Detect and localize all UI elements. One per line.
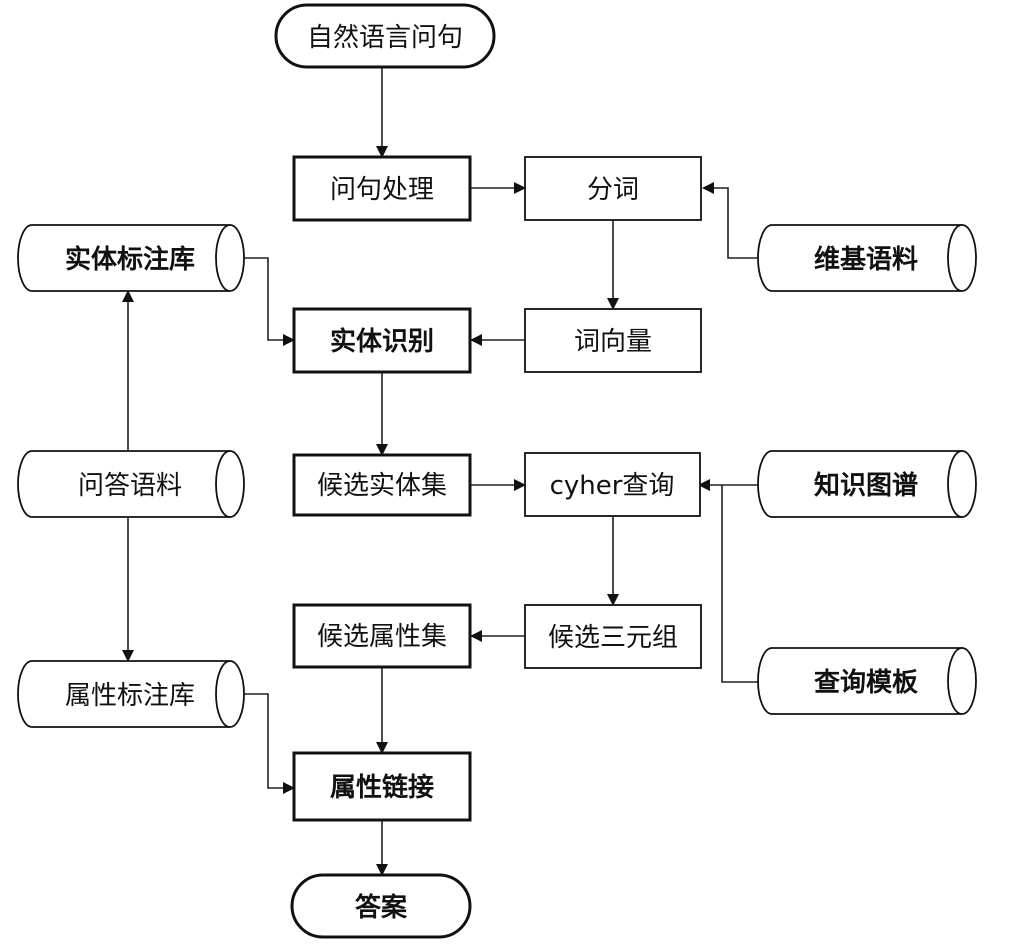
store-attribute-lib-label: 属性标注库 <box>65 681 195 711</box>
process-cypher-query-label: cyher查询 <box>550 471 675 501</box>
store-query-template: 查询模板 <box>757 647 977 715</box>
process-cypher-query: cyher查询 <box>524 452 701 517</box>
store-wiki-corpus-label: 维基语料 <box>814 244 918 275</box>
process-word-vector: 词向量 <box>524 308 702 373</box>
process-candidate-triples: 候选三元组 <box>524 604 702 669</box>
store-attribute-lib: 属性标注库 <box>17 660 245 728</box>
process-segmentation-label: 分词 <box>587 175 639 205</box>
store-qa-corpus: 问答语料 <box>17 450 245 518</box>
process-candidate-entities: 候选实体集 <box>292 453 472 517</box>
process-candidate-entities-label: 候选实体集 <box>317 471 447 501</box>
terminal-answer-label: 答案 <box>355 892 408 923</box>
process-entity-recognition: 实体识别 <box>292 307 472 374</box>
process-attribute-linking-label: 属性链接 <box>330 772 434 803</box>
terminal-answer: 答案 <box>290 873 472 939</box>
connectors <box>122 68 758 876</box>
store-knowledge-graph-label: 知识图谱 <box>814 470 918 501</box>
process-candidate-triples-label: 候选三元组 <box>548 623 678 653</box>
arrow-attributelib-to-linking <box>242 693 295 794</box>
arrow-wiki-to-segmentation <box>702 182 758 259</box>
terminal-start: 自然语言问句 <box>274 3 496 69</box>
line-template-to-cypher <box>721 485 758 683</box>
process-question-processing: 问句处理 <box>292 155 472 222</box>
process-candidate-attributes-label: 候选属性集 <box>317 622 447 652</box>
process-candidate-attributes: 候选属性集 <box>292 603 472 669</box>
process-word-vector-label: 词向量 <box>574 327 652 357</box>
arrow-entitylib-to-recognition <box>242 257 295 346</box>
store-knowledge-graph: 知识图谱 <box>757 450 977 518</box>
terminal-start-label: 自然语言问句 <box>307 23 463 53</box>
store-wiki-corpus: 维基语料 <box>757 224 977 292</box>
store-entity-lib: 实体标注库 <box>17 224 245 292</box>
process-segmentation: 分词 <box>524 156 702 221</box>
store-qa-corpus-label: 问答语料 <box>78 471 182 501</box>
store-query-template-label: 查询模板 <box>814 668 918 698</box>
process-attribute-linking: 属性链接 <box>292 751 472 822</box>
store-entity-lib-label: 实体标注库 <box>65 244 195 275</box>
process-entity-recognition-label: 实体识别 <box>330 326 434 357</box>
process-question-processing-label: 问句处理 <box>330 175 434 205</box>
